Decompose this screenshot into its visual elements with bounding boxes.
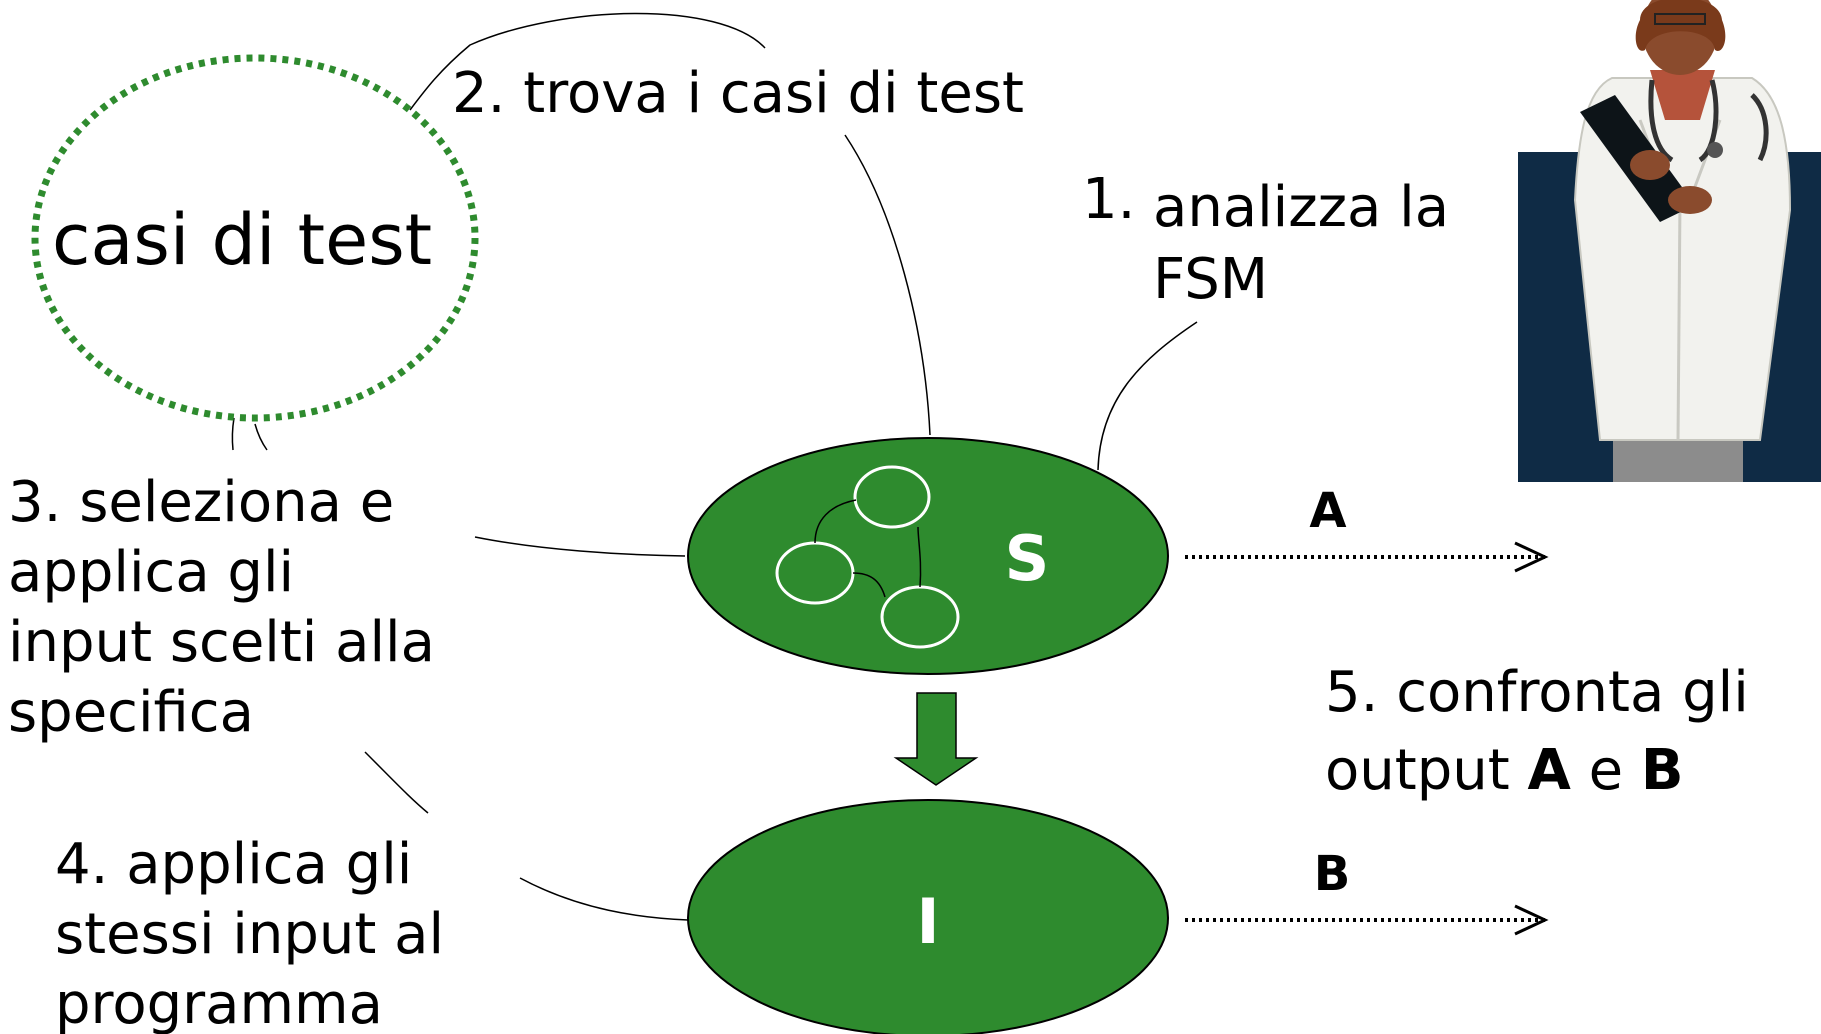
- cloud-label: casi di test: [52, 199, 433, 281]
- impl-node-letter: I: [916, 885, 939, 958]
- step4-line1: 4. applica gli: [55, 832, 413, 897]
- output-arrow-a: [1185, 541, 1549, 573]
- down-arrow: [893, 692, 979, 786]
- step3-line4: specifica: [8, 680, 254, 745]
- output-label-a: A: [1309, 483, 1346, 539]
- connector-step4-to-impl: [519, 877, 689, 921]
- step3-label: 3. seleziona e applica gli input scelti …: [8, 468, 435, 748]
- connector-step3-to-spec: [474, 536, 686, 557]
- step5-label: 5. confronta gli output A e B: [1325, 654, 1749, 810]
- connector-step1-to-spec: [1097, 321, 1198, 471]
- connector-cloud-to-step3-b: [254, 423, 268, 451]
- step3-line3: input scelti alla: [8, 610, 435, 675]
- connector-cloud-to-step2: [409, 12, 766, 111]
- output-arrow-b: [1185, 904, 1549, 936]
- step5-conjunction: e: [1570, 738, 1641, 803]
- step4-label: 4. applica gli stessi input al programma: [55, 830, 444, 1034]
- step1-line1: analizza la: [1153, 175, 1450, 240]
- step5-output-b: B: [1640, 738, 1684, 803]
- step1-label: analizza la FSM: [1153, 172, 1449, 316]
- step4-line3: programma: [55, 972, 383, 1034]
- step1-number: 1.: [1082, 167, 1136, 232]
- connector-step3-to-step4: [364, 751, 429, 814]
- doctor-illustration: [1518, 0, 1821, 482]
- step3-line2: applica gli: [8, 540, 295, 605]
- step5-output-prefix: output: [1325, 738, 1528, 803]
- step5-output-a: A: [1527, 738, 1571, 803]
- step5-line2: output A e B: [1325, 732, 1749, 810]
- output-label-b: B: [1314, 846, 1351, 902]
- spec-node: S: [687, 437, 1169, 675]
- step3-line1: 3. seleziona e: [8, 470, 395, 535]
- step1-line2: FSM: [1153, 247, 1269, 312]
- impl-node: I: [687, 799, 1169, 1034]
- connector-step2-to-spec: [844, 134, 931, 436]
- connector-cloud-to-step3: [231, 417, 235, 451]
- test-cases-cloud: [31, 54, 479, 422]
- step2-label: 2. trova i casi di test: [452, 61, 1024, 126]
- step5-line1: 5. confronta gli: [1325, 660, 1749, 725]
- spec-node-letter: S: [1005, 522, 1050, 595]
- step4-line2: stessi input al: [55, 902, 445, 967]
